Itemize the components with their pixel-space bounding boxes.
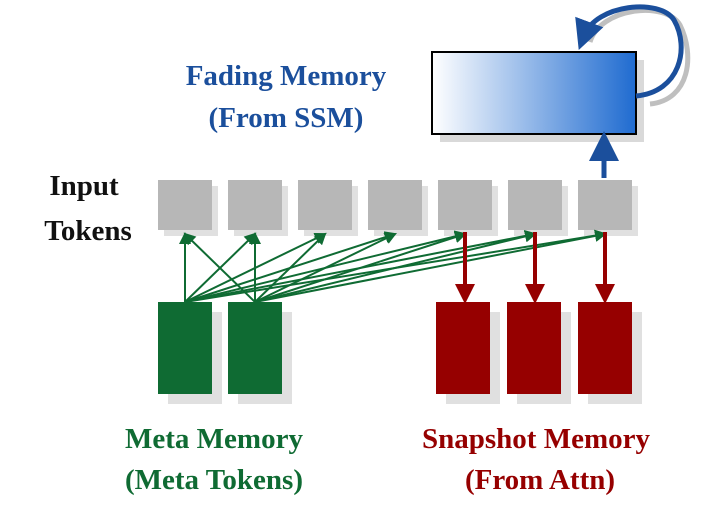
input-tokens-label-line2: Tokens: [44, 215, 132, 247]
meta-to-token-arrow: [183, 232, 256, 303]
input-token: [438, 180, 492, 230]
meta-memory-connections: [179, 229, 607, 303]
meta-to-token-arrow: [254, 230, 537, 303]
meta-memory-blocks: [158, 302, 292, 404]
meta-to-token-arrow: [254, 231, 467, 303]
recurrent-loop-arrow: [575, 4, 684, 99]
meta-to-token-arrow: [254, 232, 397, 303]
fading-memory-label-line1: Fading Memory: [186, 60, 387, 92]
snapshot-memory-block: [436, 302, 490, 394]
snapshot-memory-block: [507, 302, 561, 394]
meta-memory-label-line2: (Meta Tokens): [125, 464, 303, 496]
input-tokens-label-line1: Input: [49, 170, 119, 202]
meta-memory-block: [228, 302, 282, 394]
input-token: [578, 180, 632, 230]
input-token: [228, 180, 282, 230]
input-tokens-row: [158, 180, 638, 236]
meta-to-token-arrow: [254, 232, 327, 303]
fading-memory-box: [431, 51, 637, 135]
snapshot-memory-connections: [455, 232, 615, 304]
input-token: [298, 180, 352, 230]
input-token: [158, 180, 212, 230]
fading-memory-box-group: [431, 51, 644, 142]
snapshot-memory-label-line1: Snapshot Memory: [422, 423, 650, 455]
meta-to-token-arrow: [254, 230, 607, 303]
input-token: [508, 180, 562, 230]
input-token: [368, 180, 422, 230]
snapshot-memory-block: [578, 302, 632, 394]
snapshot-memory-blocks: [436, 302, 642, 404]
fading-memory-label-line2: (From SSM): [209, 102, 364, 134]
recurrent-loop-shadow-arrow: [587, 7, 691, 107]
meta-memory-block: [158, 302, 212, 394]
snapshot-memory-label-line2: (From Attn): [465, 464, 615, 496]
meta-memory-label-line1: Meta Memory: [125, 423, 303, 455]
